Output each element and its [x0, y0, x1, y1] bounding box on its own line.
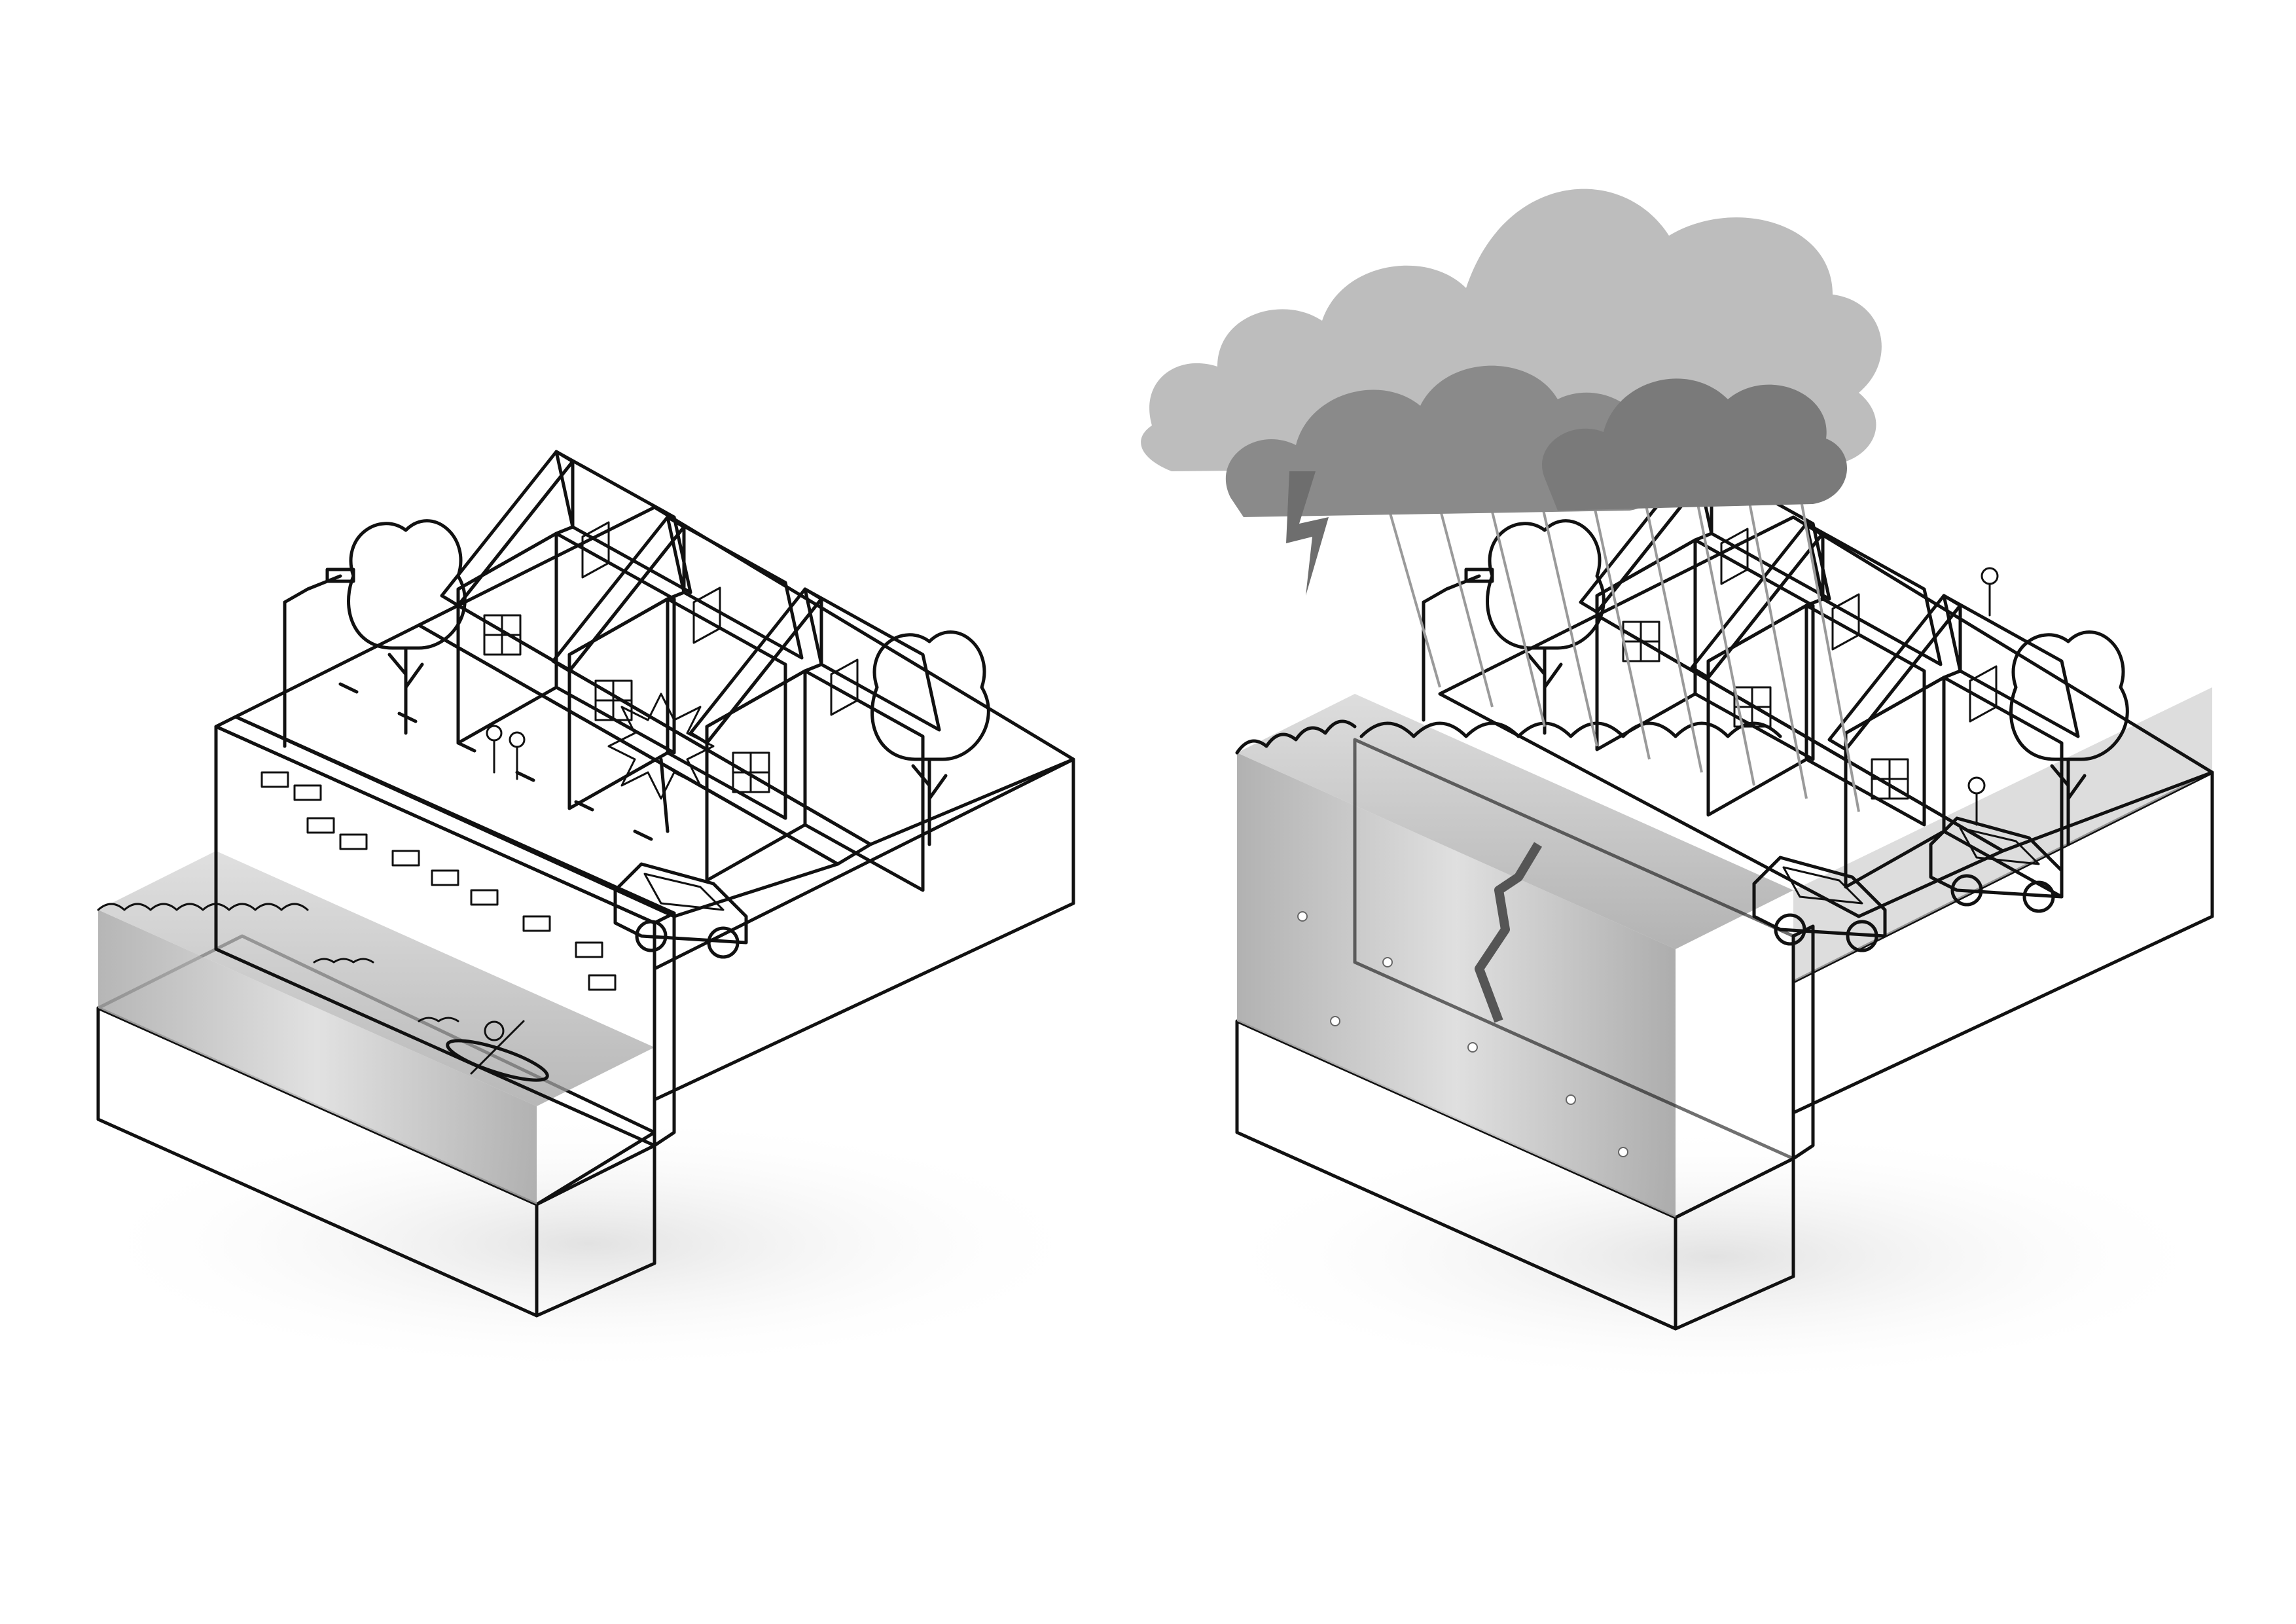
surge-wave-crest [1235, 719, 1357, 755]
wall-brick-pattern [260, 771, 617, 991]
lawn [1595, 515, 2214, 853]
street-lamp-icon [1422, 568, 1494, 722]
tree-icon [349, 521, 465, 733]
lawn [456, 505, 1075, 846]
flood-water-surface [1237, 694, 1793, 949]
person-icon [484, 1020, 505, 1041]
palm-plant-icon [607, 693, 715, 833]
road-lane-markings [338, 682, 653, 841]
pedestrians [486, 725, 526, 780]
road-surface [234, 623, 840, 918]
street-lamp-icon [283, 568, 355, 748]
overtopping-wave [1359, 721, 1782, 738]
ripple-lines [313, 958, 459, 1022]
person-icon [1967, 776, 1986, 795]
calm-scene [79, 452, 1100, 1375]
wave-line-left [97, 903, 309, 911]
stranded-people [1967, 567, 1999, 826]
water-front [98, 910, 537, 1204]
crack-icon [1475, 842, 1543, 1023]
person-icon [1981, 567, 1999, 585]
rain-icon [1373, 458, 1860, 812]
person-icon [486, 725, 503, 742]
storm-scene [1141, 189, 2225, 1388]
water-surface [98, 851, 655, 1106]
car-icon [615, 864, 746, 957]
person-icon [509, 731, 526, 748]
ground-shadow [1204, 1126, 2225, 1388]
water-bubbles [1297, 911, 1628, 1157]
flood-wall-end [653, 911, 676, 1147]
ground-shadow [79, 1113, 1100, 1375]
kayak-icon [446, 1020, 549, 1082]
cloud-dark [1542, 378, 1848, 511]
lightning-icon [1286, 471, 1329, 596]
cloud-icon [1141, 189, 1882, 517]
overflow-water-side [1793, 687, 2212, 982]
tree-icon [872, 632, 989, 844]
